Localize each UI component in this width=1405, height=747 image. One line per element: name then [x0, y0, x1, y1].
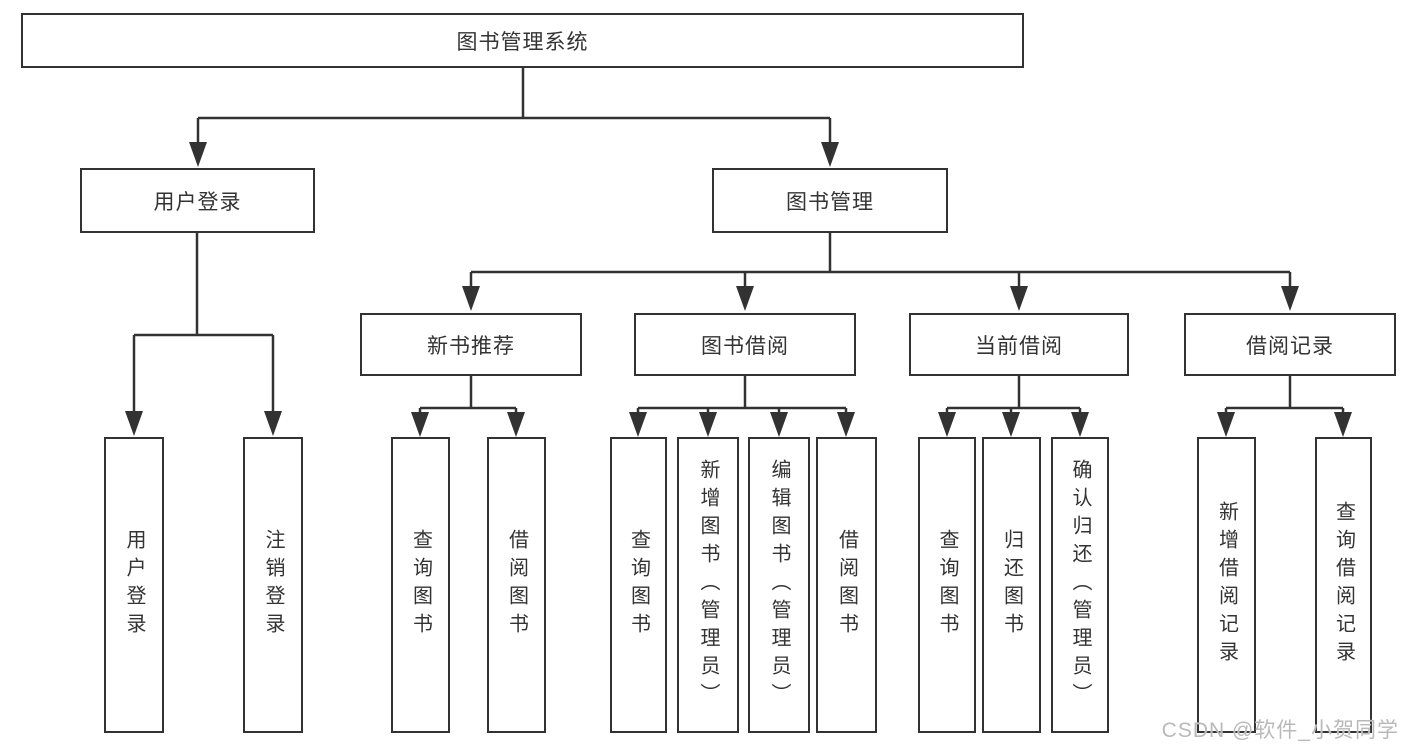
connector-new-book-to-leaves — [418, 376, 518, 413]
node-borrowing-records: 借阅记录 — [1184, 313, 1396, 376]
connector-book-management-to-level3 — [469, 232, 1292, 287]
node-book-borrowing: 图书借阅 — [634, 313, 856, 376]
connector-borrowing-records-to-leaves — [1224, 376, 1345, 413]
leaf-borrowing-query-books: 查询图书 — [610, 437, 667, 733]
arrowheads-borrowing-records-to-leaves — [1217, 412, 1352, 437]
arrowheads-current-borrowing-to-leaves — [938, 412, 1089, 437]
arrowheads-book-management-to-level3 — [462, 286, 1299, 311]
arrowheads-new-book-to-leaves — [411, 412, 525, 437]
leaf-borrowing-add-books-admin: 新增图书（管理员） — [677, 437, 739, 733]
node-current-borrowing: 当前借阅 — [909, 313, 1129, 376]
leaf-user-login: 用户登录 — [104, 437, 164, 733]
leaf-newbook-borrow-books: 借阅图书 — [487, 437, 546, 733]
leaf-records-query-borrow-record: 查询借阅记录 — [1315, 437, 1372, 733]
connector-user-login-to-leaves — [132, 233, 275, 412]
csdn-watermark: CSDN @软件_小贺同学 — [1161, 719, 1399, 742]
leaf-newbook-query-books: 查询图书 — [391, 437, 450, 733]
leaf-current-confirm-return-admin: 确认归还（管理员） — [1051, 437, 1109, 733]
connector-book-borrowing-to-leaves — [636, 376, 848, 413]
connector-current-borrowing-to-leaves — [945, 376, 1082, 413]
arrowheads-user-login-to-leaves — [125, 411, 282, 436]
leaf-borrowing-edit-books-admin: 编辑图书（管理员） — [748, 437, 810, 733]
leaf-records-add-borrow-record: 新增借阅记录 — [1197, 437, 1256, 733]
node-library-system-root: 图书管理系统 — [21, 13, 1024, 68]
arrowheads-book-borrowing-to-leaves — [629, 412, 855, 437]
leaf-current-query-books: 查询图书 — [918, 437, 976, 733]
leaf-borrowing-borrow-books: 借阅图书 — [816, 437, 877, 733]
leaf-current-return-books: 归还图书 — [982, 437, 1041, 733]
node-user-login-branch: 用户登录 — [80, 168, 315, 233]
arrowheads-root-to-level2 — [189, 142, 839, 167]
connector-root-to-level2 — [196, 68, 832, 143]
node-book-management: 图书管理 — [712, 168, 948, 233]
leaf-logout-login: 注销登录 — [243, 437, 303, 733]
node-new-book-recommendation: 新书推荐 — [360, 313, 582, 376]
